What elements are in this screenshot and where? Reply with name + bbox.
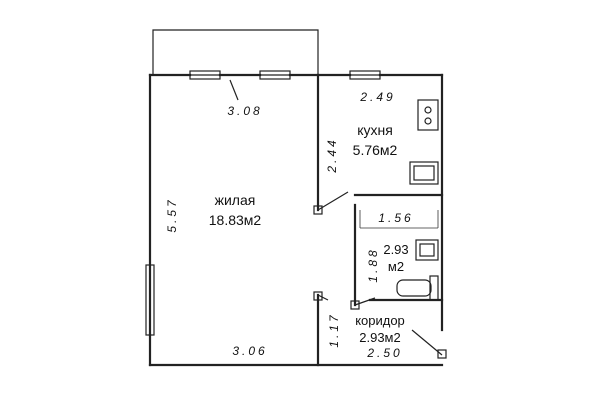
dim-living-top: 3.08 bbox=[227, 104, 262, 118]
kitchen-name: кухня bbox=[357, 122, 393, 138]
door-living bbox=[313, 191, 349, 215]
door-corridor-living bbox=[313, 291, 329, 301]
living-room-area: 18.83м2 bbox=[209, 212, 262, 228]
dim-living-top-leader bbox=[229, 79, 239, 101]
corridor-name: коридор bbox=[355, 313, 405, 328]
bathroom-area-unit: м2 bbox=[388, 259, 404, 274]
bathroom-area-value: 2.93 bbox=[383, 242, 408, 257]
corridor-area: 2.93м2 bbox=[359, 330, 400, 345]
dim-living-bottom: 3.06 bbox=[232, 344, 267, 358]
balcony bbox=[152, 29, 319, 75]
living-room-name: жилая bbox=[215, 192, 256, 208]
dim-corridor-height: 1.17 bbox=[327, 312, 341, 347]
window-living-side bbox=[145, 264, 155, 336]
bath-shelf-hatch bbox=[359, 210, 439, 229]
bathroom-washbasin bbox=[415, 239, 439, 261]
dim-bath-height: 1.88 bbox=[366, 247, 380, 282]
window-balcony-door bbox=[259, 70, 291, 80]
outer-walls bbox=[148, 73, 444, 367]
dim-living-height: 5.57 bbox=[165, 197, 179, 232]
dim-kitchen-top: 2.49 bbox=[359, 90, 395, 104]
kitchen-area: 5.76м2 bbox=[353, 142, 398, 158]
window-living bbox=[189, 70, 221, 80]
dim-kitchen-height: 2.44 bbox=[325, 137, 339, 173]
kitchen-stove bbox=[417, 99, 439, 131]
door-bathroom bbox=[350, 297, 376, 310]
door-entrance bbox=[411, 329, 447, 359]
window-kitchen bbox=[349, 70, 381, 80]
bathroom-toilet bbox=[396, 275, 439, 301]
dim-corridor-bottom: 2.50 bbox=[366, 346, 402, 360]
dim-bath-width: 1.56 bbox=[378, 211, 413, 225]
kitchen-sink bbox=[409, 161, 439, 185]
